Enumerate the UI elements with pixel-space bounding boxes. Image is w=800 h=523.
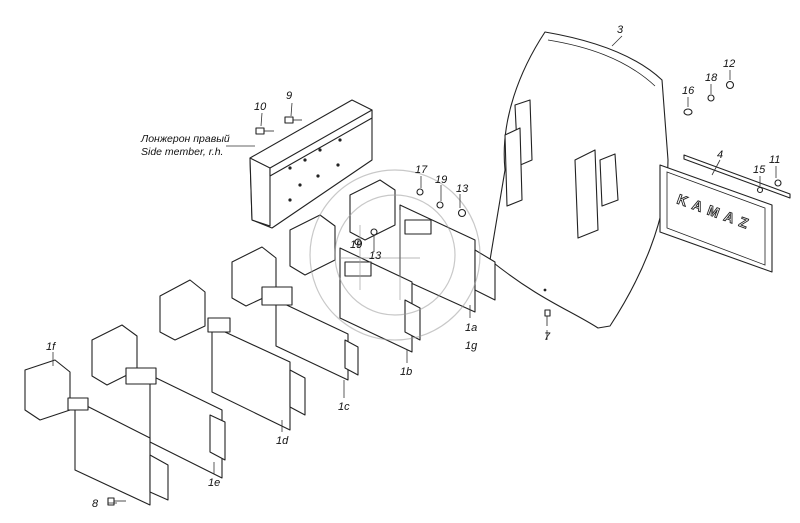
bolt-9 (284, 116, 302, 124)
callout-4: 4 (717, 149, 723, 161)
callout-18: 18 (705, 72, 718, 84)
bolt-8 (107, 497, 126, 506)
callout-13-top: 13 (456, 183, 469, 195)
callout-9: 9 (286, 90, 292, 102)
watermark (309, 169, 481, 341)
bolt-7 (544, 309, 551, 326)
callouts: 3 4 7 8 9 10 11 12 13 13 15 16 18 17 19 … (46, 24, 780, 510)
callout-13-bottom: 13 (369, 250, 382, 262)
callout-16: 16 (682, 85, 695, 97)
bracket-1f (24, 359, 169, 506)
callout-1b: 1b (400, 366, 412, 378)
callout-1d: 1d (276, 435, 289, 447)
note-russian: Лонжерон правый (140, 133, 230, 145)
callout-19-top: 19 (435, 174, 447, 186)
callout-8: 8 (92, 498, 99, 510)
callout-19-bottom: 19 (350, 239, 362, 251)
bracket-1c (231, 246, 359, 381)
side-member-rh (249, 99, 373, 229)
callout-1a: 1a (465, 322, 477, 334)
note-english: Side member, r.h. (141, 146, 223, 158)
bracket-1a (349, 179, 496, 313)
callout-7: 7 (544, 331, 551, 343)
fasteners (683, 80, 782, 194)
callout-3: 3 (617, 24, 624, 36)
callout-11: 11 (769, 154, 780, 166)
callout-1e: 1e (208, 477, 220, 489)
callout-17: 17 (415, 164, 428, 176)
side-member-note: Лонжерон правый Side member, r.h. (140, 133, 230, 158)
callout-1g: 1g (465, 340, 478, 352)
mudflap-kamaz: KAMAZ (659, 154, 791, 273)
mudguard-3 (489, 31, 669, 329)
callout-1c: 1c (338, 401, 350, 413)
callout-1f: 1f (46, 341, 56, 353)
bracket-1b (289, 214, 421, 353)
callout-10: 10 (254, 101, 267, 113)
callout-12: 12 (723, 58, 735, 70)
bracket-1d (159, 279, 306, 431)
leader-lines (52, 35, 777, 504)
callout-15: 15 (753, 164, 766, 176)
bracket-1e (91, 324, 226, 479)
bolt-10 (255, 127, 274, 135)
